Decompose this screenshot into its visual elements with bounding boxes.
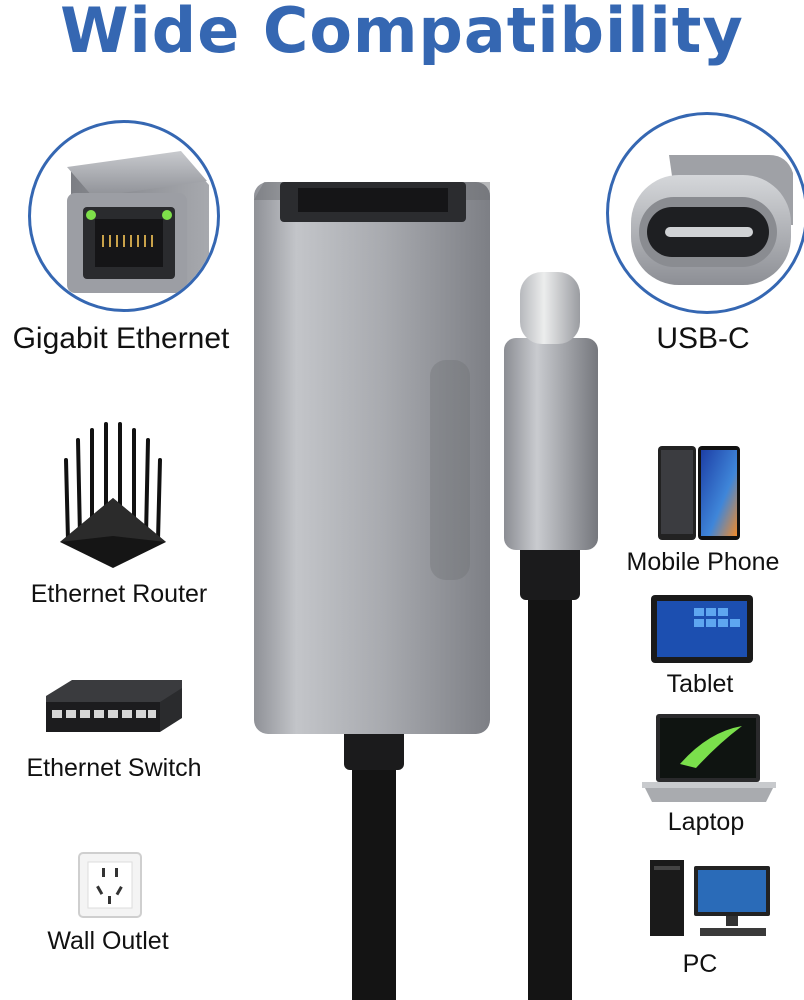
pc-icon (650, 860, 770, 936)
switch-icon (46, 680, 182, 732)
wall-outlet-icon (78, 852, 142, 918)
laptop-label: Laptop (667, 808, 745, 836)
usb-c-ethernet-adapter-image (254, 182, 598, 1000)
mobile-phone-label: Mobile Phone (626, 548, 780, 576)
ethernet-router-label: Ethernet Router (30, 580, 208, 608)
usb-c-label: USB-C (656, 322, 750, 355)
tablet-label: Tablet (666, 670, 734, 698)
wall-outlet-label: Wall Outlet (47, 927, 169, 955)
gigabit-ethernet-label: Gigabit Ethernet (12, 322, 230, 355)
pc-label: PC (682, 950, 718, 978)
usb-c-closeup (606, 112, 804, 314)
tablet-icon (651, 595, 753, 663)
page-title: Wide Compatibility (60, 0, 744, 67)
router-icon (60, 422, 166, 568)
laptop-icon (642, 714, 776, 802)
mobile-phone-icon (658, 446, 740, 540)
ethernet-switch-label: Ethernet Switch (26, 754, 202, 782)
ethernet-port-icon (67, 151, 209, 293)
usb-c-connector-icon (631, 155, 793, 285)
ethernet-port-closeup (28, 120, 220, 312)
